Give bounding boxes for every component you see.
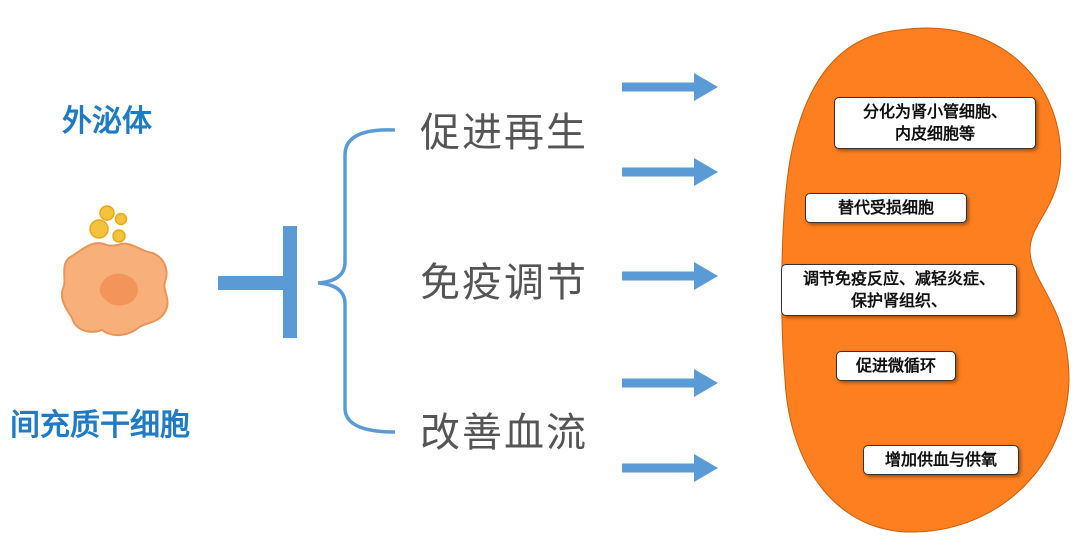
mechanism-immune-regulation: 免疫调节 — [420, 260, 588, 306]
effect-box-blood-oxygen: 增加供血与供氧 — [863, 445, 1019, 475]
effect-line: 增加供血与供氧 — [884, 450, 997, 469]
mechanism-blood-flow: 改善血流 — [420, 410, 588, 456]
effect-line: 替代受损细胞 — [837, 198, 934, 217]
arrow-icon — [622, 73, 718, 101]
effect-line: 调节免疫反应、减轻炎症、 — [802, 269, 995, 288]
cell-to-mechanisms-connector — [218, 226, 297, 338]
effect-line: 保护肾组织、 — [850, 291, 947, 310]
exosome-vesicle-icon — [89, 205, 128, 243]
mechanisms-brace — [317, 128, 396, 434]
mechanism-regeneration: 促进再生 — [420, 110, 588, 156]
stem-cell-label: 间充质干细胞 — [10, 408, 190, 443]
arrow-icon — [622, 262, 718, 290]
effect-box-replace-cells: 替代受损细胞 — [805, 193, 967, 223]
stem-cell-icon — [60, 242, 169, 336]
effect-box-differentiation: 分化为肾小管细胞、 内皮细胞等 — [834, 97, 1036, 149]
arrow-icon — [622, 158, 718, 186]
arrow-group — [622, 73, 718, 482]
effect-box-immune-response: 调节免疫反应、减轻炎症、 保护肾组织、 — [781, 264, 1017, 316]
effect-line: 内皮细胞等 — [894, 124, 975, 143]
effect-box-microcirculation: 促进微循环 — [836, 351, 956, 381]
effect-line: 促进微循环 — [855, 356, 936, 375]
arrow-icon — [622, 369, 718, 397]
arrow-icon — [622, 454, 718, 482]
effect-line: 分化为肾小管细胞、 — [862, 102, 1007, 121]
exosome-label: 外泌体 — [62, 104, 152, 139]
